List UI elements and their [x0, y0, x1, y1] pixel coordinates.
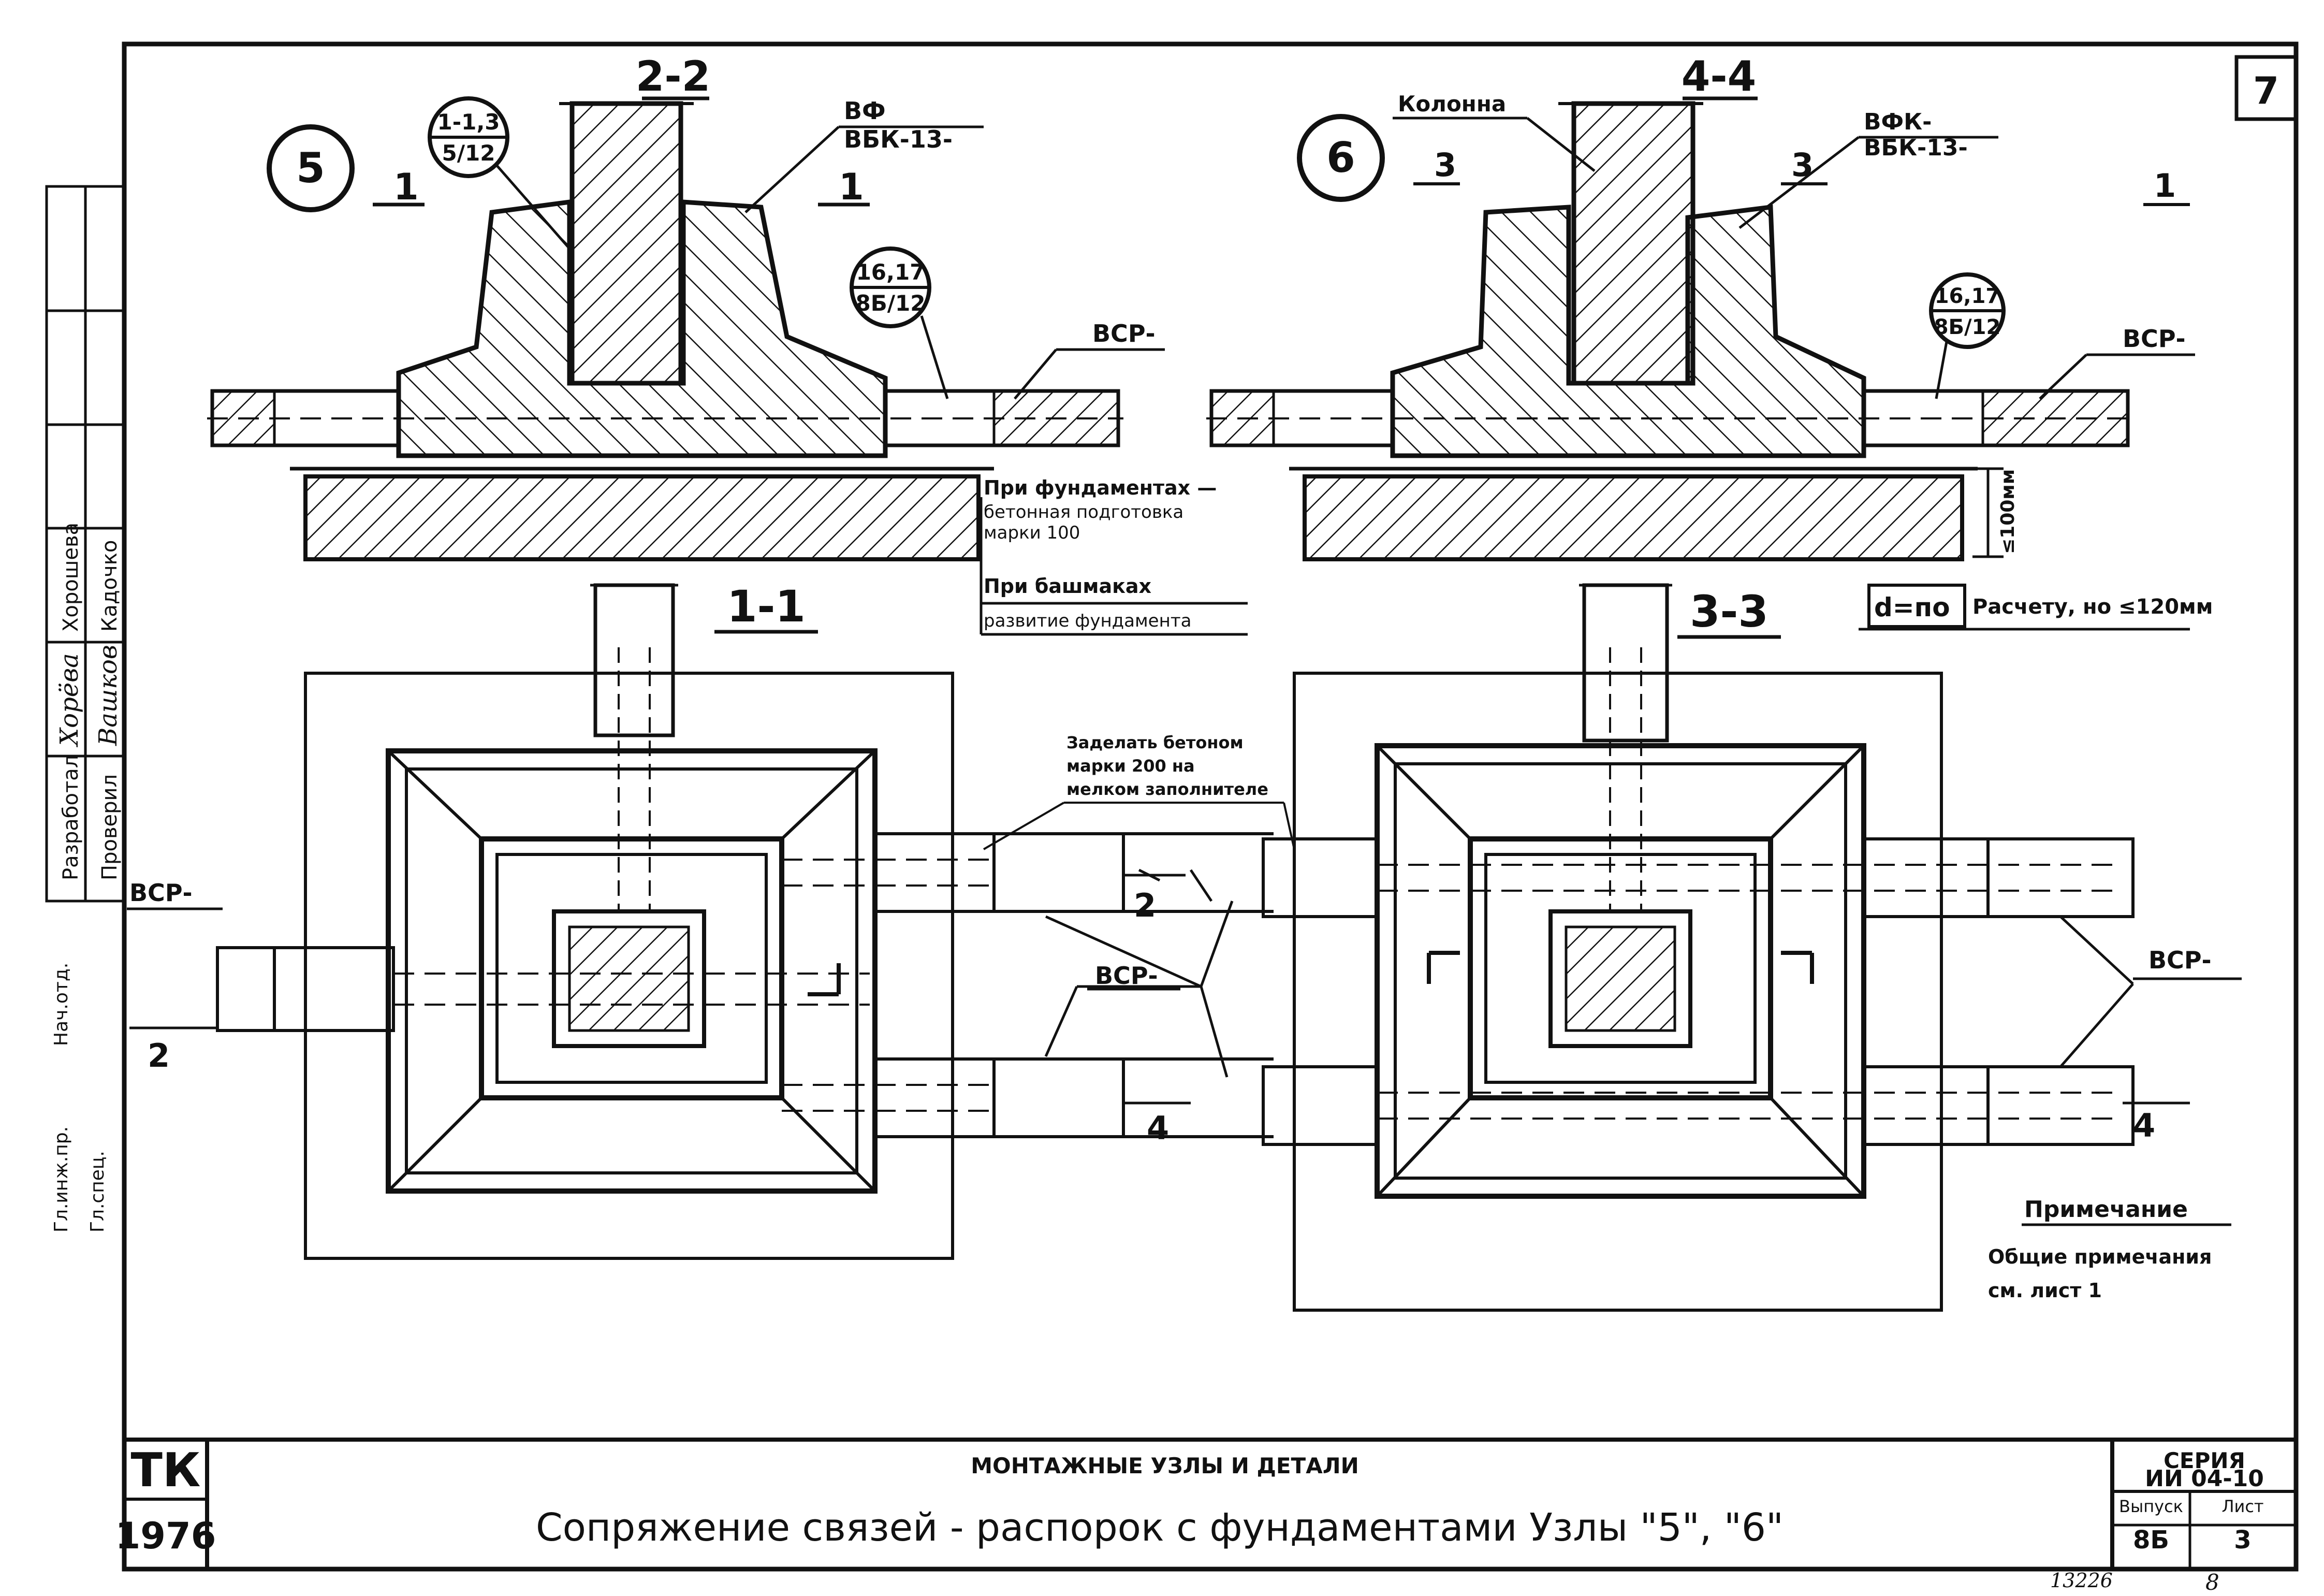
- d-text: Расчету, но ≤120мм: [1972, 595, 2213, 619]
- ref-2-top: 16,17: [856, 259, 925, 285]
- plan-1-1: [216, 583, 1125, 1260]
- stamp-name2: Вашков: [94, 645, 123, 746]
- ref-3-top: 16,17: [1935, 284, 2000, 308]
- label-vsr-1: ВСР-: [1092, 320, 1156, 347]
- title-sub: Сопряжение связей - распорок с фундамент…: [536, 1505, 1784, 1550]
- section-4-4: [1206, 101, 2133, 561]
- stamp-name1: Хорёва: [55, 653, 84, 748]
- cut-3-top: 3: [1434, 146, 1456, 184]
- series-value: ИИ 04-10: [2145, 1466, 2264, 1492]
- note-found-1: При фундаментах —: [984, 476, 1217, 499]
- ref-2-bottom: 8Б/12: [855, 291, 925, 316]
- stamp-row2: Проверил: [98, 774, 122, 880]
- dim-100: ≤100мм: [1997, 469, 2019, 554]
- plan-3-3: [1262, 583, 2135, 1312]
- cut-4-mid: 4: [1147, 1109, 1169, 1147]
- note-found-2: бетонная подготовка: [984, 502, 1183, 523]
- series-label: СЕРИЯ: [2164, 1448, 2245, 1473]
- cut-4-right: 4: [2133, 1107, 2155, 1144]
- middle-struts: [1044, 832, 1274, 1138]
- footer-num: 13226: [2050, 1569, 2113, 1592]
- list-label: Лист: [2221, 1497, 2263, 1516]
- stamp-side3: Гл.спец.: [87, 1151, 108, 1232]
- notes-title: Примечание: [2024, 1196, 2188, 1223]
- stamp-surname1: Хорошева: [59, 523, 83, 632]
- note-shoe-2: развитие фундамента: [984, 611, 1191, 631]
- notes-line1: Общие примечания: [1988, 1245, 2212, 1268]
- cut-2-left: 2: [148, 1037, 170, 1075]
- stamp-side1: Нач.отд.: [51, 963, 72, 1046]
- embed-note-3: мелком заполнителе: [1066, 779, 1268, 799]
- section-1-1-title: 1-1: [727, 581, 806, 632]
- cut-3-top-right: 3: [1791, 146, 1814, 184]
- section-3-3-title: 3-3: [1690, 586, 1768, 637]
- label-vbk-2: ВБК-13-: [1864, 135, 1968, 161]
- year: 1976: [115, 1515, 216, 1557]
- cut-1-right: 1: [839, 166, 864, 208]
- node-6-number: 6: [1326, 134, 1355, 182]
- section-4-4-title: 4-4: [1682, 52, 1757, 100]
- sheet-number: 7: [2253, 69, 2279, 112]
- note-shoe-1: При башмаках: [984, 575, 1151, 598]
- label-vsr-2: ВСР-: [2123, 325, 2186, 353]
- stamp-side2: Гл.инж.пр.: [51, 1126, 72, 1232]
- ref-3-bottom: 8Б/12: [1934, 315, 2001, 339]
- note-found-3: марки 100: [984, 523, 1080, 543]
- embed-note-1: Заделать бетоном: [1066, 733, 1244, 752]
- notes-line2: см. лист 1: [1988, 1279, 2102, 1302]
- section-2-2: [207, 101, 1123, 561]
- cut-1-far-right: 1: [2154, 167, 2176, 205]
- embed-note-2: марки 200 на: [1066, 756, 1195, 776]
- node-5-circle: [267, 124, 355, 212]
- footer-page: 8: [2205, 1570, 2219, 1595]
- ref-1-top: 1-1,3: [437, 109, 500, 135]
- stamp-surname2: Кадочко: [98, 540, 122, 632]
- label-vsr-3: ВСР-: [129, 879, 193, 907]
- org-mark: ТК: [131, 1443, 201, 1498]
- label-column: Колонна: [1398, 91, 1506, 117]
- side-stamp: [45, 185, 126, 903]
- list-value: 3: [2234, 1526, 2251, 1555]
- title-main: МОНТАЖНЫЕ УЗЛЫ И ДЕТАЛИ: [971, 1453, 1359, 1478]
- section-2-2-title: 2-2: [636, 52, 711, 100]
- label-vbk: ВБК-13-: [844, 125, 953, 153]
- issue-label: Выпуск: [2119, 1497, 2183, 1516]
- cut-2-mid: 2: [1134, 887, 1156, 924]
- label-vfk: ВФК-: [1864, 109, 1932, 135]
- label-vf: ВФ: [844, 97, 886, 125]
- issue-value: 8Б: [2133, 1526, 2169, 1555]
- stamp-row1: Разработал: [59, 755, 83, 880]
- d-label: d=по: [1874, 592, 1950, 622]
- ref-1-bottom: 5/12: [442, 140, 495, 166]
- label-vsr-4: ВСР-: [1095, 962, 1158, 990]
- node-5-number: 5: [296, 144, 325, 192]
- label-vsr-5: ВСР-: [2148, 946, 2212, 974]
- cut-1-left: 1: [393, 166, 419, 208]
- node-6-circle: [1297, 114, 1385, 202]
- d-box: [1867, 584, 1966, 628]
